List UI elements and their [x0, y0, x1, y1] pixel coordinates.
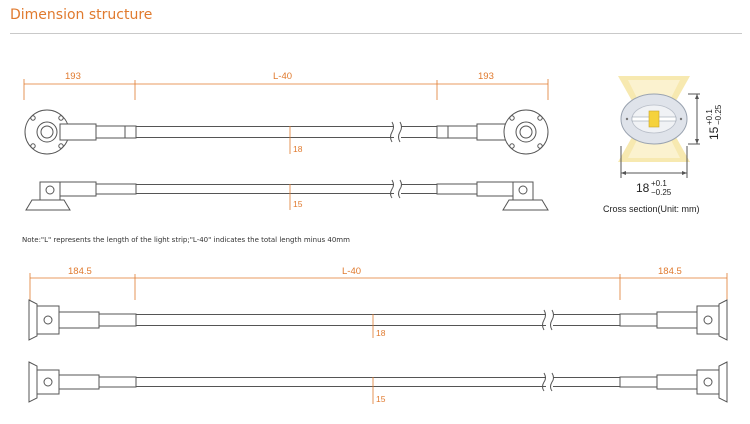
- bottom-dim-left-label: 184.5: [68, 266, 92, 277]
- width-tol-minus: −0.25: [651, 188, 672, 197]
- right-side-cap: [476, 181, 514, 197]
- left-mount-ring: [36, 121, 58, 143]
- top-upper-profile: 18: [24, 109, 549, 155]
- right-cap: [656, 311, 698, 329]
- section-title: Dimension structure: [10, 7, 153, 23]
- right-mount-flange: [503, 109, 549, 155]
- break-mark: [390, 121, 394, 143]
- width-dimension: 18 +0.1 −0.25: [636, 179, 672, 197]
- cross-section: 15 +0.1 −0.25 18 +0.1 −0.25 Cross sectio…: [603, 76, 723, 214]
- led-chip: [648, 110, 660, 128]
- bottom-lower-profile: 15: [28, 361, 728, 404]
- right-side-base: [502, 199, 549, 211]
- note-text: Note:"L" represents the length of the li…: [22, 236, 350, 244]
- width-value: 18: [636, 181, 650, 195]
- bottom-marker-upper: 18: [376, 328, 386, 338]
- top-dim-mid-label: L-40: [273, 71, 292, 82]
- left-cap: [58, 311, 100, 329]
- top-diagram: 193 L-40 193: [23, 71, 549, 211]
- height-tol-minus: −0.25: [714, 104, 723, 125]
- cross-section-caption: Cross section(Unit: mm): [603, 204, 700, 214]
- left-end-cap: [59, 123, 97, 141]
- right-wall-mount: [718, 299, 728, 341]
- left-side-cap: [59, 181, 97, 197]
- height-value: 15: [707, 126, 721, 140]
- width-tol-plus: +0.1: [651, 179, 667, 188]
- height-tol-plus: +0.1: [705, 109, 714, 125]
- top-lower-profile: 15: [25, 179, 549, 211]
- left-mount-hole: [40, 125, 54, 139]
- title-divider: [10, 33, 742, 34]
- bottom-dim-right-label: 184.5: [658, 266, 682, 277]
- height-dimension: 15 +0.1 −0.25: [705, 104, 723, 140]
- bottom-marker-lower: 15: [376, 394, 386, 404]
- bottom-diagram: 184.5 L-40 184.5 18: [28, 266, 728, 404]
- bottom-dim-mid-label: L-40: [342, 266, 361, 277]
- top-marker-lower: 15: [293, 199, 303, 209]
- top-marker-upper: 18: [293, 144, 303, 154]
- left-side-base: [25, 199, 71, 211]
- top-dim-left-label: 193: [65, 71, 81, 82]
- left-wall-mount: [28, 299, 38, 341]
- bottom-upper-profile: 18: [28, 299, 728, 341]
- top-dim-right-label: 193: [478, 71, 494, 82]
